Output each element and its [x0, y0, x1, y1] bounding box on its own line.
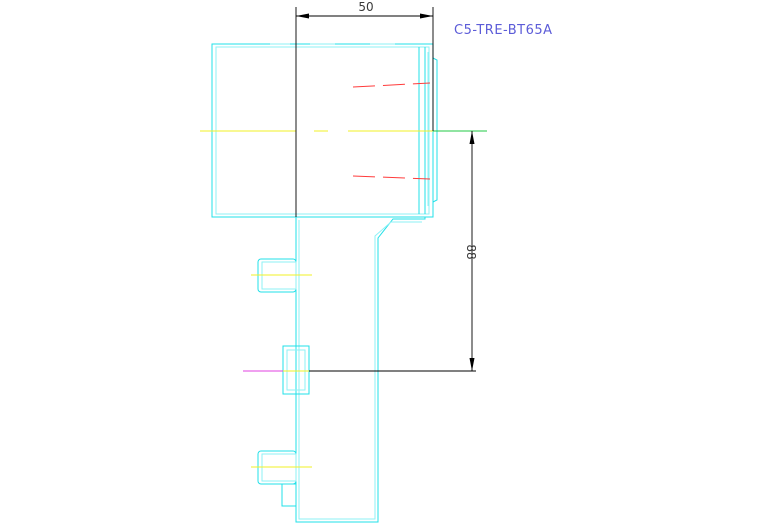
horizontal-dimension: 50	[295, 0, 434, 217]
stem-outline	[289, 216, 426, 523]
top-bolt	[251, 258, 312, 293]
horizontal-dimension-value: 50	[358, 0, 373, 14]
part-number-label: C5-TRE-BT65A	[454, 23, 553, 38]
vertical-dimension: 88	[309, 131, 478, 372]
middle-pin	[243, 345, 311, 395]
hidden-lines	[352, 82, 431, 180]
vertical-dimension-value: 88	[464, 244, 478, 259]
bottom-bolt	[251, 450, 312, 507]
